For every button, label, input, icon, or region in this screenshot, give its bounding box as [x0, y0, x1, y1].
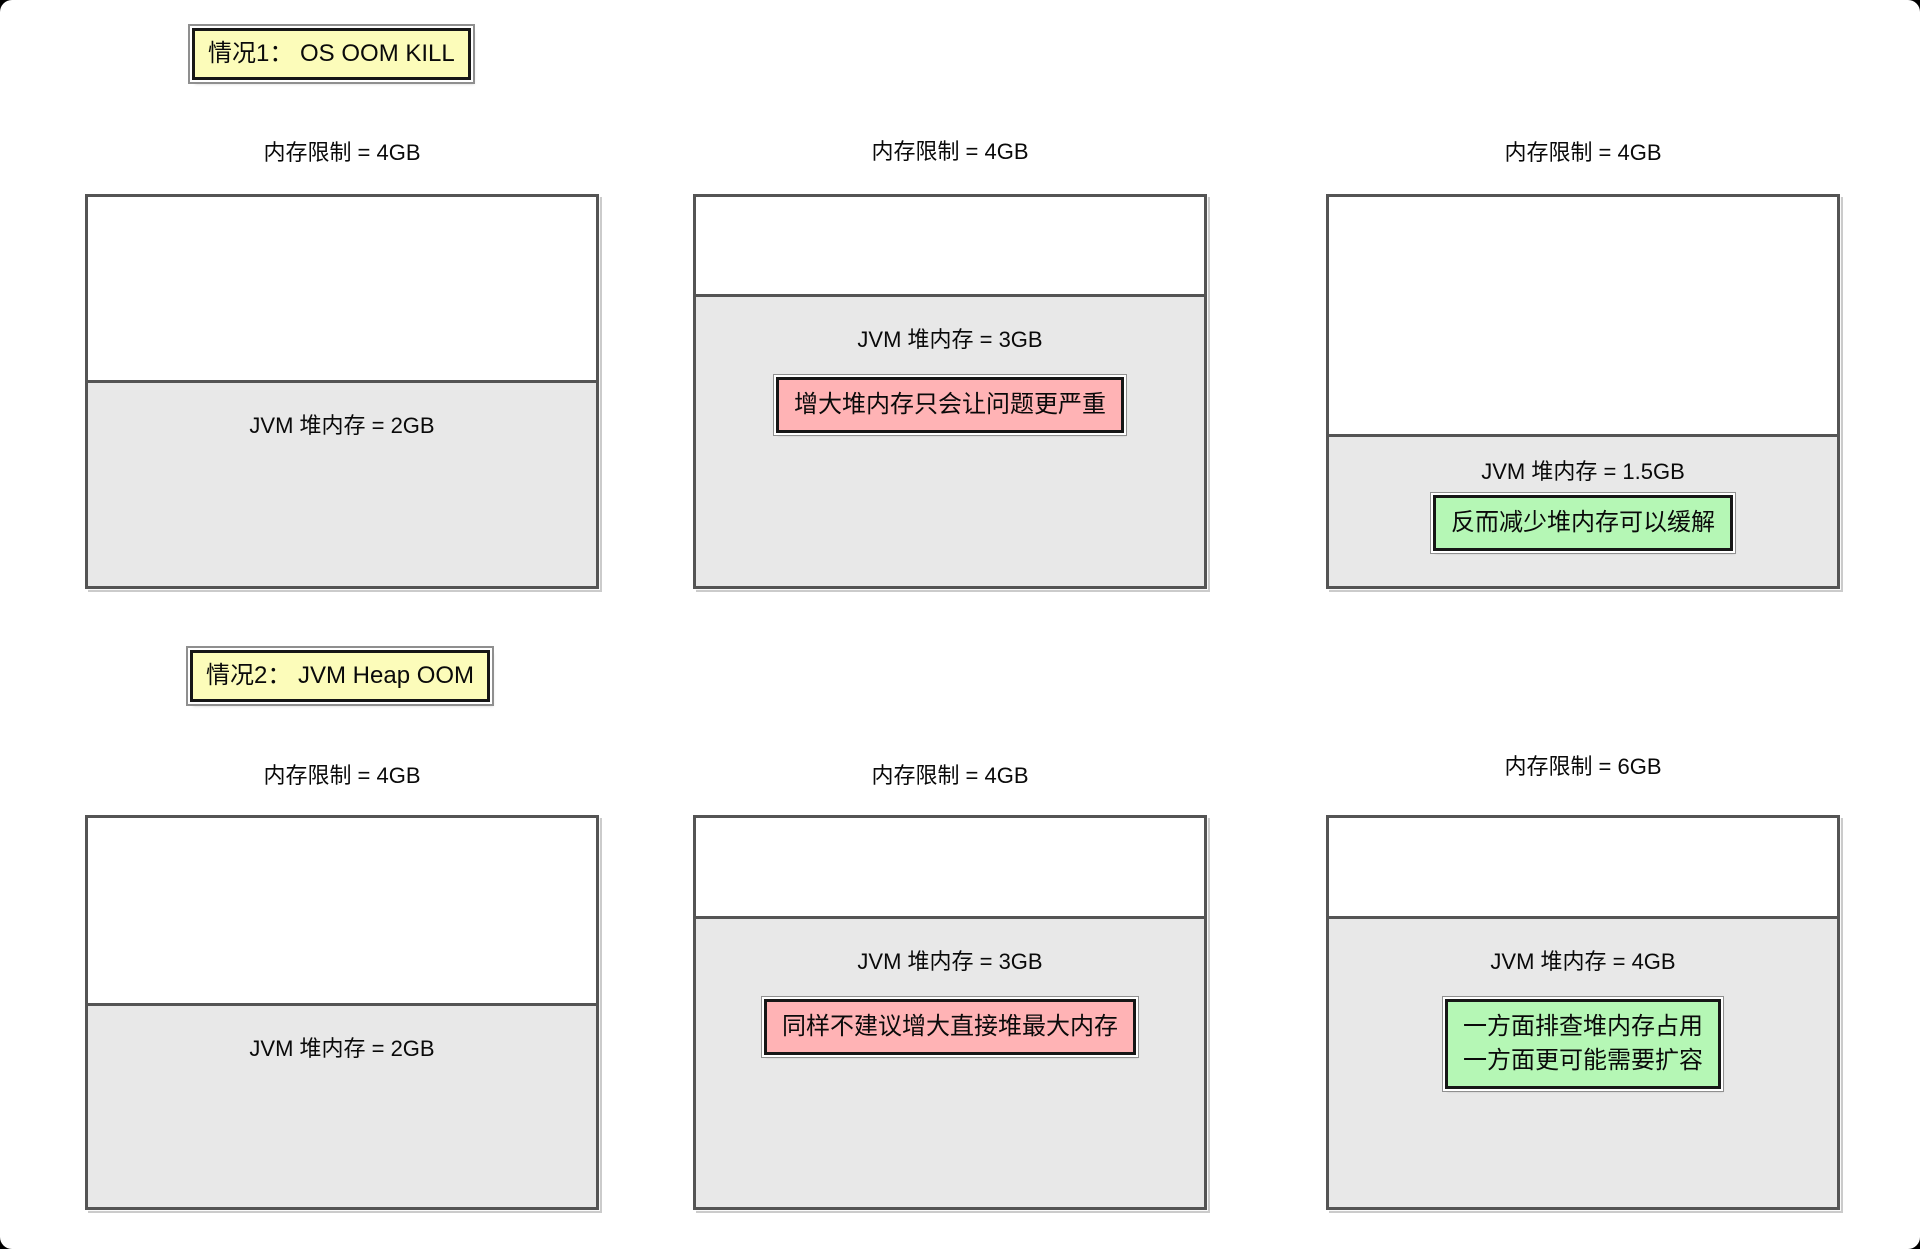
memory-box: JVM 堆内存 = 2GB — [85, 815, 599, 1210]
memory-limit-title: 内存限制 = 4GB — [871, 139, 1029, 164]
memory-limit-title: 内存限制 = 6GB — [1504, 754, 1662, 779]
callout-line: 一方面排查堆内存占用 — [1463, 1013, 1703, 1040]
jvm-heap-region: JVM 堆内存 = 2GB — [88, 380, 596, 586]
memory-box: JVM 堆内存 = 2GB — [85, 194, 599, 589]
scenario-2-badge: 情况2： JVM Heap OOM — [190, 650, 491, 702]
warning-callout: 同样不建议增大直接堆最大内存 — [764, 999, 1136, 1055]
advice-callout: 一方面排查堆内存占用 一方面更可能需要扩容 — [1445, 999, 1721, 1089]
free-memory-region — [1329, 818, 1837, 916]
jvm-heap-label: JVM 堆内存 = 4GB — [1490, 949, 1676, 974]
scenario-1-badge: 情况1： OS OOM KILL — [192, 28, 471, 80]
jvm-heap-label: JVM 堆内存 = 2GB — [249, 1036, 435, 1061]
jvm-heap-label: JVM 堆内存 = 1.5GB — [1481, 459, 1685, 484]
jvm-heap-region: JVM 堆内存 = 1.5GB 反而减少堆内存可以缓解 — [1329, 434, 1837, 586]
jvm-heap-region: JVM 堆内存 = 2GB — [88, 1003, 596, 1207]
free-memory-region — [696, 197, 1204, 294]
jvm-heap-label: JVM 堆内存 = 3GB — [857, 327, 1043, 352]
memory-limit-title: 内存限制 = 4GB — [1504, 140, 1662, 165]
memory-box: JVM 堆内存 = 4GB 一方面排查堆内存占用 一方面更可能需要扩容 — [1326, 815, 1840, 1210]
jvm-heap-region: JVM 堆内存 = 4GB 一方面排查堆内存占用 一方面更可能需要扩容 — [1329, 916, 1837, 1207]
memory-limit-title: 内存限制 = 4GB — [263, 763, 421, 788]
callout-line: 反而减少堆内存可以缓解 — [1451, 509, 1715, 536]
advice-callout: 反而减少堆内存可以缓解 — [1433, 495, 1733, 551]
free-memory-region — [88, 197, 596, 380]
callout-line: 一方面更可能需要扩容 — [1463, 1047, 1703, 1074]
jvm-heap-label: JVM 堆内存 = 2GB — [249, 413, 435, 438]
free-memory-region — [696, 818, 1204, 916]
memory-box: JVM 堆内存 = 1.5GB 反而减少堆内存可以缓解 — [1326, 194, 1840, 589]
callout-line: 同样不建议增大直接堆最大内存 — [782, 1013, 1118, 1040]
jvm-heap-region: JVM 堆内存 = 3GB 增大堆内存只会让问题更严重 — [696, 294, 1204, 586]
memory-limit-title: 内存限制 = 4GB — [871, 763, 1029, 788]
memory-limit-title: 内存限制 = 4GB — [263, 140, 421, 165]
free-memory-region — [1329, 197, 1837, 434]
jvm-heap-label: JVM 堆内存 = 3GB — [857, 949, 1043, 974]
jvm-heap-region: JVM 堆内存 = 3GB 同样不建议增大直接堆最大内存 — [696, 916, 1204, 1207]
free-memory-region — [88, 818, 596, 1003]
warning-callout: 增大堆内存只会让问题更严重 — [776, 377, 1124, 433]
memory-box: JVM 堆内存 = 3GB 同样不建议增大直接堆最大内存 — [693, 815, 1207, 1210]
callout-line: 增大堆内存只会让问题更严重 — [794, 391, 1106, 418]
memory-box: JVM 堆内存 = 3GB 增大堆内存只会让问题更严重 — [693, 194, 1207, 589]
